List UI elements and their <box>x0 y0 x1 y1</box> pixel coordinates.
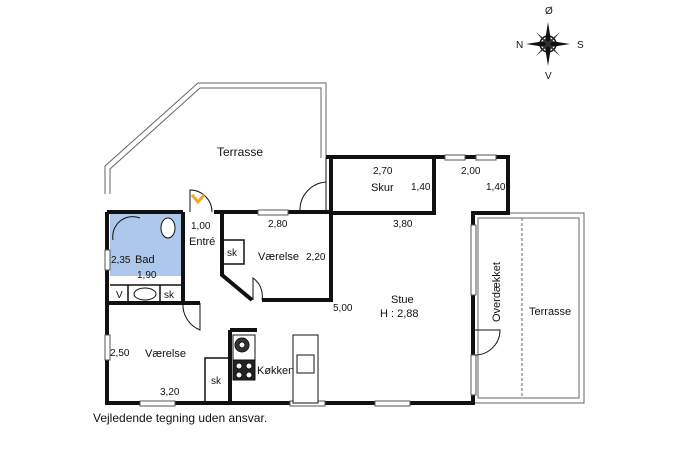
stue-ceiling-height: H : 2,88 <box>380 308 419 320</box>
compass-west: V <box>545 71 552 82</box>
entre-dim: 1,00 <box>191 221 211 232</box>
bathroom-fixtures <box>112 216 176 301</box>
vaerelse2-width: 3,20 <box>160 387 180 398</box>
doors <box>182 158 501 356</box>
skur-width: 2,70 <box>373 166 393 177</box>
closet-height: 1,40 <box>486 182 506 193</box>
closet-sk-label: sk <box>227 248 238 259</box>
bad-label: Bad <box>135 254 155 266</box>
terrasse-top-label: Terrasse <box>217 145 263 159</box>
bad-height: 2,35 <box>111 255 131 266</box>
vaerelse1-label: Værelse <box>258 251 299 263</box>
v-label: V <box>116 290 123 301</box>
vaerelse2-height: 2,50 <box>110 348 130 359</box>
entrance-arrow-icon <box>190 194 206 205</box>
terrace-top-outline <box>104 82 327 194</box>
terrasse-right-label: Terrasse <box>529 306 571 318</box>
compass-north: N <box>516 40 523 51</box>
bad-sk-label: sk <box>164 290 175 301</box>
vaerelse2-label: Værelse <box>145 348 186 360</box>
disclaimer-caption: Vejledende tegning uden ansvar. <box>93 411 268 425</box>
skur-height: 1,40 <box>411 182 431 193</box>
compass-icon <box>526 22 570 66</box>
vaerelse1-height: 2,20 <box>306 252 326 263</box>
overdaekket-label: Overdækket <box>491 262 503 322</box>
stue-height-dim: 5,00 <box>333 303 353 314</box>
entre-label: Entré <box>189 236 215 248</box>
stue-label: Stue <box>391 294 414 306</box>
vaerelse1-width: 2,80 <box>268 219 288 230</box>
bad-width: 1,90 <box>137 270 157 281</box>
koekken-label: Køkken <box>257 365 294 377</box>
thin-walls <box>110 239 245 404</box>
compass-east: Ø <box>545 6 553 17</box>
skur-label: Skur <box>371 182 394 194</box>
closet-width: 2,00 <box>461 166 481 177</box>
kitchen-fixtures <box>232 334 319 404</box>
stue-width: 3,80 <box>393 219 413 230</box>
wardrobe-sk-label: sk <box>211 376 222 387</box>
compass-south: S <box>577 40 584 51</box>
